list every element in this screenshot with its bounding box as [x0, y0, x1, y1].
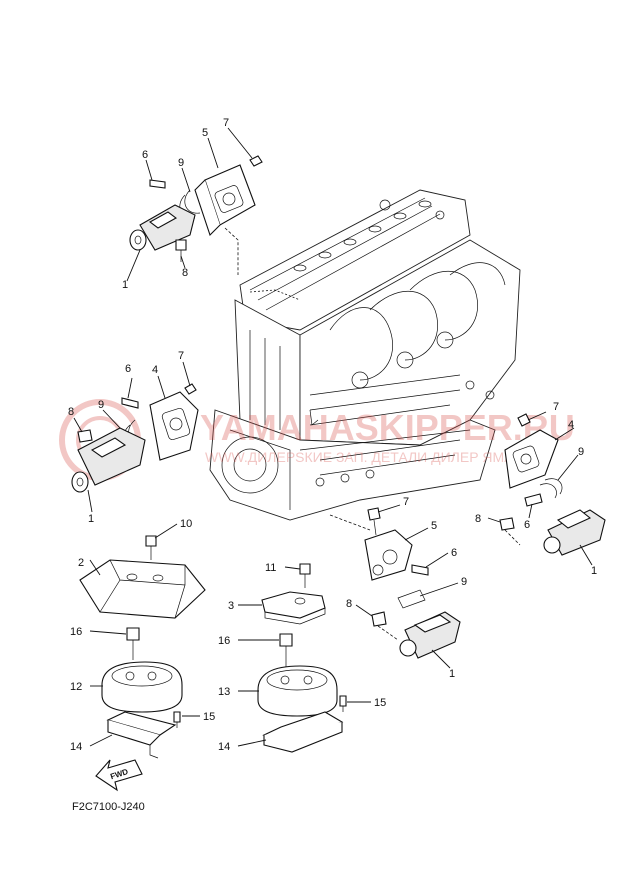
- watermark-title: YAMAHASKIPPER.RU: [200, 407, 575, 448]
- mount-assembly-middle-left: 1 8 9 6 4 7: [68, 350, 199, 525]
- callout-1: 1: [88, 513, 94, 525]
- mount-stack-left: 10 2 16 12 15 14: [70, 518, 215, 759]
- callout-9: 9: [178, 157, 184, 169]
- callout-15: 15: [203, 711, 215, 723]
- callout-14: 14: [70, 741, 82, 753]
- callout-5: 5: [202, 127, 208, 139]
- callout-3: 3: [228, 600, 234, 612]
- callout-6: 6: [125, 363, 131, 375]
- callout-15: 15: [374, 697, 386, 709]
- callout-6: 6: [451, 547, 457, 559]
- callout-2: 2: [78, 557, 84, 569]
- callout-11: 11: [265, 562, 276, 574]
- callout-8: 8: [475, 513, 481, 525]
- callout-8: 8: [182, 267, 188, 279]
- callout-4: 4: [568, 419, 574, 431]
- callout-5: 5: [431, 520, 437, 532]
- callout-7: 7: [178, 350, 184, 362]
- callout-9: 9: [98, 399, 104, 411]
- callout-1: 1: [449, 668, 455, 680]
- callout-6: 6: [524, 519, 530, 531]
- fwd-arrow: FWD: [95, 759, 143, 792]
- callout-10: 10: [180, 518, 192, 530]
- callout-1: 1: [591, 565, 597, 577]
- watermark-subtitle: WWW.ДИЛЕРSКИЕ ЗАП. ДЕТАЛИ ДИЛЕР ЯМАХА: [205, 449, 533, 465]
- callout-14: 14: [218, 741, 230, 753]
- callout-9: 9: [461, 576, 467, 588]
- callout-13: 13: [218, 686, 230, 698]
- mount-assembly-right: 7 4 9 6 8 1: [475, 401, 606, 577]
- mount-stack-center: 11 3 16 13 15 14: [218, 562, 386, 753]
- engine-block-illustration: [209, 189, 521, 521]
- diagram-code: F2C7100-J240: [72, 801, 145, 813]
- callout-8: 8: [68, 406, 74, 418]
- callout-7: 7: [223, 117, 229, 129]
- mount-assembly-lower-center: 7 5 6 9 8 1: [329, 496, 467, 680]
- callout-4: 4: [152, 364, 158, 376]
- callout-7: 7: [403, 496, 409, 508]
- callout-16: 16: [218, 635, 230, 647]
- callout-8: 8: [346, 598, 352, 610]
- callout-1: 1: [122, 279, 128, 291]
- callout-12: 12: [70, 681, 82, 693]
- mount-assembly-upper-left: 1 8 6 9 5 7: [122, 117, 263, 291]
- callout-6: 6: [142, 149, 148, 161]
- callout-7: 7: [553, 401, 559, 413]
- callout-9: 9: [578, 446, 584, 458]
- callout-16: 16: [70, 626, 82, 638]
